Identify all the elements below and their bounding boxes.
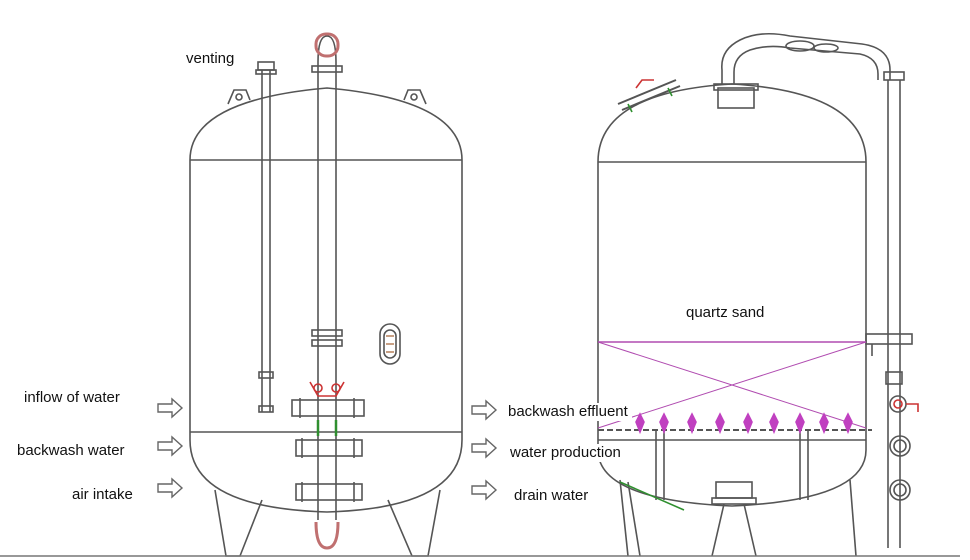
label-backwash-water: backwash water	[17, 442, 125, 459]
label-drain-water: drain water	[514, 487, 593, 505]
label-venting: venting	[186, 50, 235, 67]
left-arrows	[157, 397, 498, 501]
label-quartz-sand: quartz sand	[686, 304, 765, 321]
label-backwash-effluent: backwash effluent	[508, 403, 632, 421]
right-tank	[0, 32, 960, 557]
distribution-nozzles	[635, 412, 853, 435]
left-tank	[189, 32, 463, 557]
label-water-production: water production	[510, 444, 625, 462]
label-inflow-of-water: inflow of water	[24, 389, 120, 406]
label-air-intake: air intake	[72, 486, 133, 503]
